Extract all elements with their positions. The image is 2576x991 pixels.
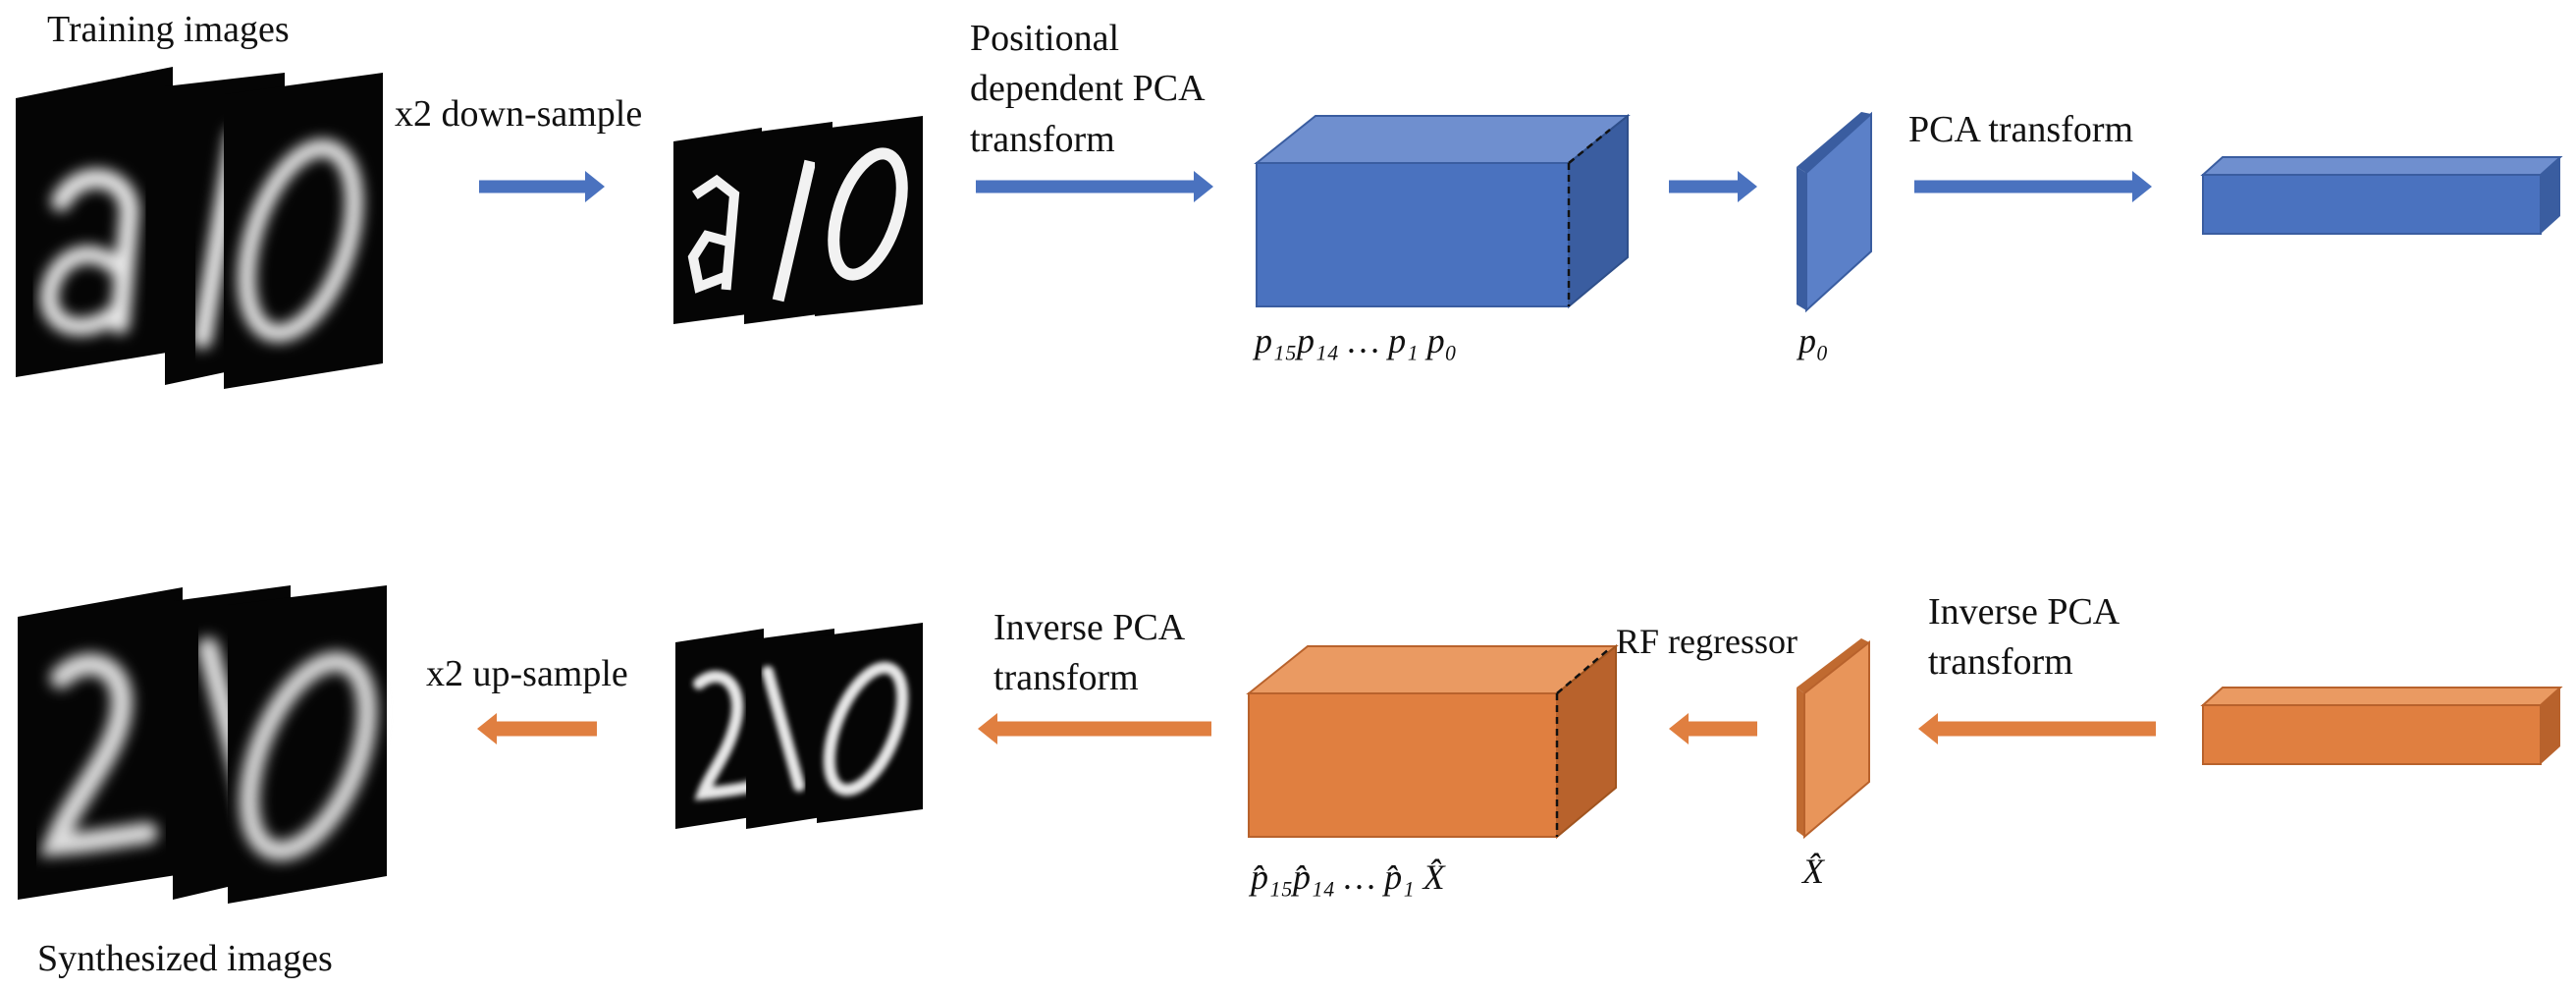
downsampled-images-stack [673,116,923,324]
bottom-cube-subscripts: p̂₁₅p̂₁₄ … p̂₁ X̂ [1251,857,1445,897]
synthesized-image-zero [228,585,387,904]
training-images-label: Training images [47,9,290,50]
top-cube-subscripts: p₁₅p₁₄ … p₁ p₀ [1255,321,1458,360]
arrow-inverse-pca-left [978,713,1211,744]
arrow-cube-to-p0 [1669,171,1757,202]
positional-pca-cube [1254,113,1631,309]
p0-slice-divider [1567,129,1611,306]
arrow-positional-pca [976,171,1213,202]
rf-regressor-label: RF regressor [1616,622,1798,661]
xhat-slice-divider [1555,647,1611,837]
positional-pca-label: Positional dependent PCA transform [970,18,1206,160]
pca-transform-label: PCA transform [1908,109,2134,150]
training-images-stack [16,67,383,389]
reconstructed-image-2 [675,629,764,829]
arrow-rf-regressor [1669,713,1757,744]
synthesized-images-stack [18,585,387,904]
synthesized-images-label: Synthesized images [37,938,333,979]
reconstructed-image-zero [817,623,923,823]
downsample-label: x2 down-sample [395,93,643,135]
inverse-pca-right-label: Inverse PCA transform [1928,591,2120,684]
reconstructed-image-backslash [746,629,834,829]
downsampled-image-zero [815,116,923,316]
latent-input-bar [2200,687,2563,765]
upsample-label: x2 up-sample [426,653,628,694]
arrow-upsample [477,713,597,744]
p0-label: p₀ [1798,321,1829,360]
reconstruction-cube [1246,643,1619,840]
arrow-downsample [479,171,605,202]
p0-slab [1797,111,1872,313]
training-image-zero [224,73,383,389]
inverse-pca-left-label: Inverse PCA transform [993,607,1186,699]
downsampled-image-a [673,128,762,324]
arrow-inverse-pca-right [1918,713,2156,744]
downsampled-image-slash [744,122,832,324]
xhat-label: X̂ [1802,852,1824,891]
training-image-a [16,67,173,377]
xhat-slab [1797,638,1870,840]
synthesized-image-2 [18,587,183,900]
arrow-pca-transform [1914,171,2152,202]
reconstructed-images-stack [675,623,923,829]
pca-output-bar [2200,156,2563,235]
